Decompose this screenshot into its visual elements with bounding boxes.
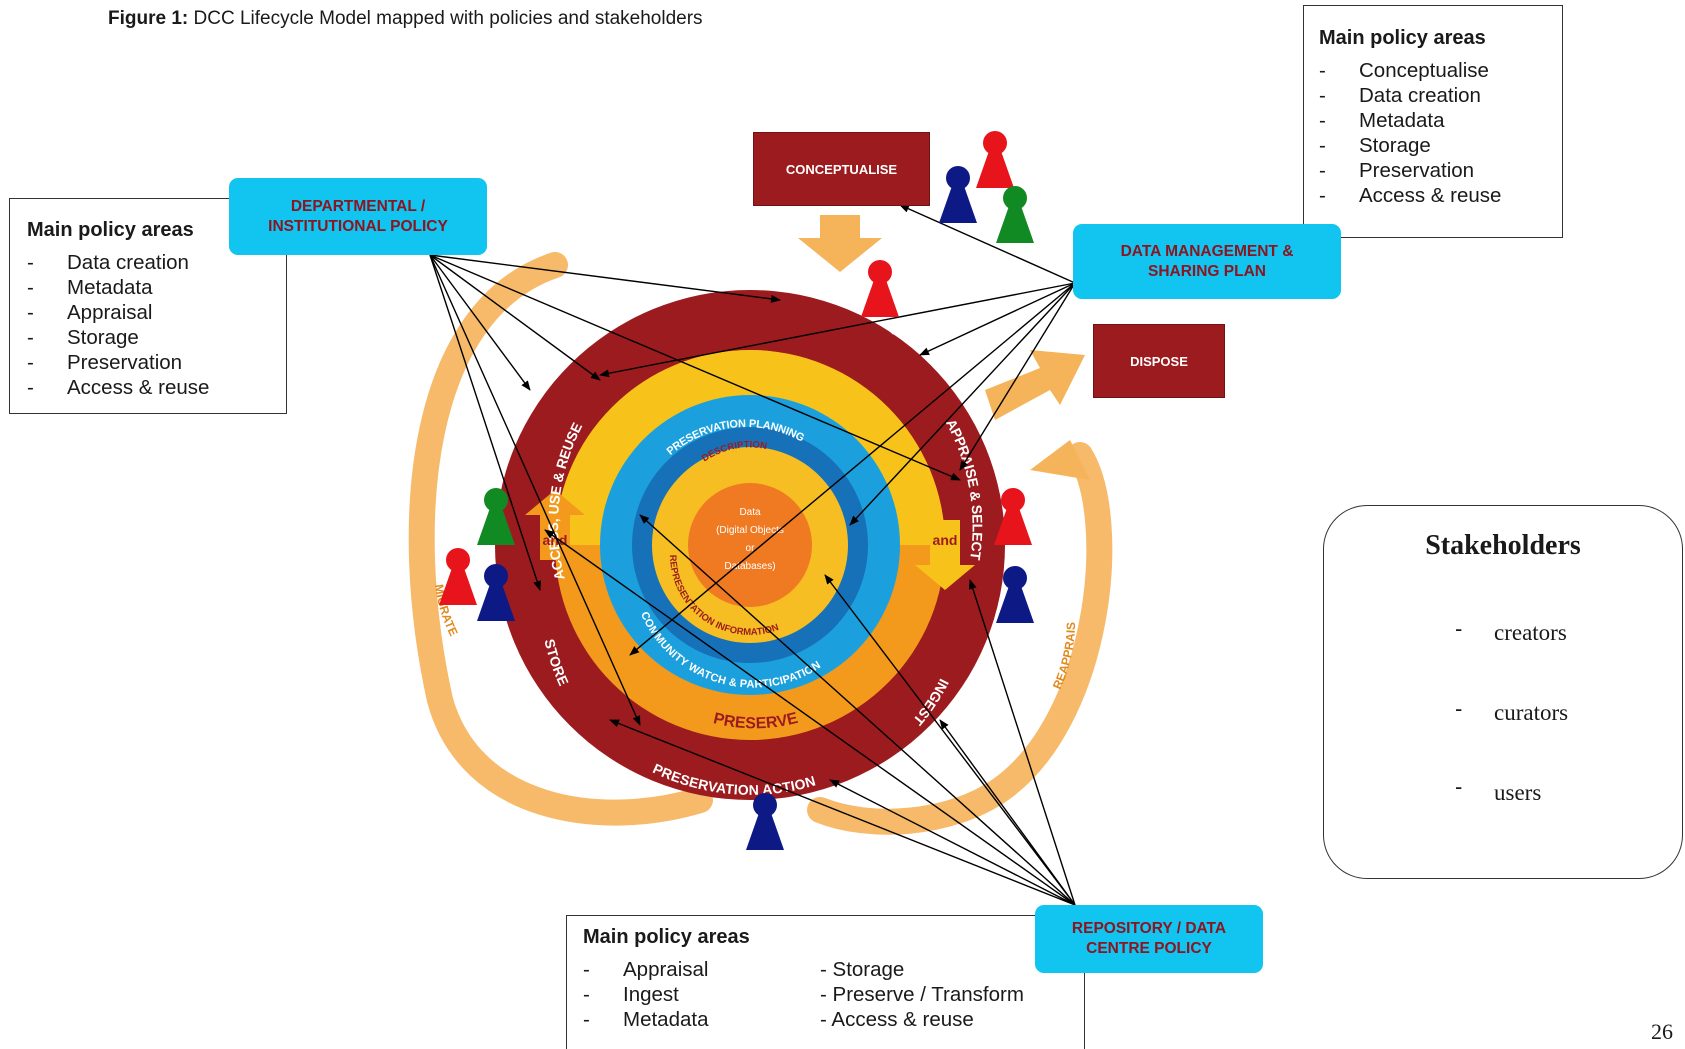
and-arrow-left <box>525 490 585 560</box>
list-item: -Ingest <box>583 983 679 1006</box>
creator-figure <box>439 548 477 605</box>
label-preserve: PRESERVE <box>712 710 800 733</box>
list-item: -Metadata <box>583 1008 709 1031</box>
curator-figure <box>746 793 784 850</box>
core-line-2: (Digital Objects <box>716 525 784 536</box>
figure-caption: Figure 1: DCC Lifecycle Model mapped wit… <box>108 8 703 29</box>
list-item: -Data creation <box>1319 84 1481 107</box>
creator-figure <box>994 488 1032 545</box>
list-item: - Preserve / Transform <box>820 983 1024 1006</box>
page-number: 26 <box>1651 1019 1673 1044</box>
list-item: -Preservation <box>27 351 183 374</box>
core-line-4: Databases) <box>724 561 775 572</box>
list-item: -Metadata <box>27 276 153 299</box>
box-title: Main policy areas <box>27 219 194 241</box>
departmental-policy-box: DEPARTMENTAL /INSTITUTIONAL POLICY <box>229 178 487 255</box>
creator-figure <box>861 260 899 317</box>
label-and-right: and <box>933 532 958 548</box>
list-item: -Appraisal <box>583 958 709 981</box>
legend-dash: - <box>1455 616 1463 641</box>
list-item: -Access & reuse <box>27 376 210 399</box>
stakeholder-figures <box>439 131 1034 850</box>
data-management-plan-box: DATA MANAGEMENT &SHARING PLAN <box>1073 224 1341 299</box>
legend-label-curators: curators <box>1494 700 1569 725</box>
list-item: -Preservation <box>1319 159 1475 182</box>
list-item: -Storage <box>1319 134 1431 157</box>
legend-title: Stakeholders <box>1425 530 1581 561</box>
conceptualise-down-arrow <box>798 215 882 272</box>
dispose-arrow <box>985 350 1085 420</box>
legend-label-creators: creators <box>1494 620 1567 645</box>
dispose-box: DISPOSE <box>1093 324 1225 398</box>
curator-figure <box>939 166 977 223</box>
list-item: - Storage <box>820 958 905 981</box>
creator-figure <box>976 131 1014 188</box>
list-item: -Conceptualise <box>1319 59 1489 82</box>
stakeholders-legend: Stakeholders - creators - curators - use… <box>1323 505 1683 879</box>
and-arrow-right <box>915 520 975 590</box>
policy-areas-box-top-right: Main policy areas -Conceptualise -Data c… <box>1303 5 1563 238</box>
list-item: -Storage <box>27 326 139 349</box>
data-core <box>688 483 812 607</box>
core-line-3: or <box>746 543 756 554</box>
user-figure <box>477 488 515 545</box>
list-item: - Access & reuse <box>820 1008 974 1031</box>
core-line-1: Data <box>739 507 761 518</box>
conceptualise-box: CONCEPTUALISE <box>753 132 930 206</box>
box-title: Main policy areas <box>1319 27 1486 49</box>
connector-arrows <box>429 204 1076 906</box>
label-curate: CURATE <box>712 318 782 339</box>
migrate-loop-arrow <box>408 252 1113 835</box>
policy-areas-box-bottom: Main policy areas -Appraisal -Ingest -Me… <box>566 915 1085 1049</box>
user-figure <box>996 186 1034 243</box>
box-title: Main policy areas <box>583 926 750 948</box>
list-item: -Metadata <box>1319 109 1445 132</box>
curator-figure <box>477 564 515 621</box>
legend-label-users: users <box>1494 780 1542 805</box>
list-item: -Data creation <box>27 251 189 274</box>
reappraise-arrowhead <box>1030 440 1090 480</box>
curator-figure <box>996 566 1034 623</box>
legend-dash: - <box>1455 774 1463 799</box>
list-item: -Appraisal <box>27 301 153 324</box>
list-item: -Access & reuse <box>1319 184 1502 207</box>
legend-dash: - <box>1455 696 1463 721</box>
